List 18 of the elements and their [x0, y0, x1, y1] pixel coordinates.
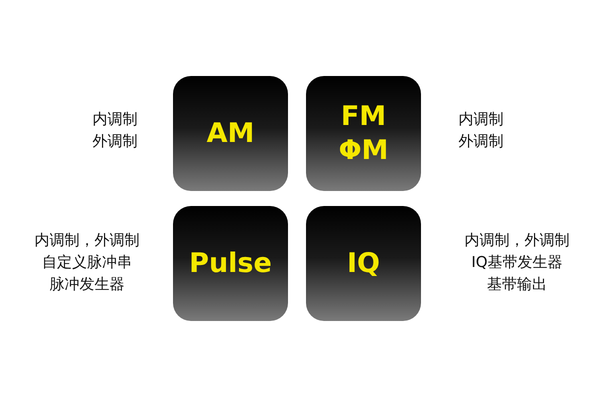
box-label: IQ [346, 246, 381, 280]
side-note: 外调制 [458, 131, 504, 152]
side-note: 脉冲发生器 [48, 274, 126, 295]
side-note: 外调制 [92, 131, 138, 152]
rounded-box [173, 206, 288, 321]
rounded-box [306, 206, 421, 321]
side-note: 自定义脉冲串 [41, 252, 133, 273]
side-note: 内调制，外调制 [34, 230, 140, 251]
side-note: 内调制 [92, 109, 138, 130]
side-note: 内调制，外调制 [464, 230, 570, 251]
side-note: 基带输出 [486, 274, 548, 295]
side-note: 内调制 [458, 109, 504, 130]
box-label: Pulse [188, 246, 273, 280]
side-note: IQ基带发生器 [470, 252, 564, 273]
rounded-box [173, 76, 288, 191]
rounded-box [306, 76, 421, 191]
box-label: FM ΦM [338, 100, 390, 168]
box-label: AM [206, 116, 256, 150]
